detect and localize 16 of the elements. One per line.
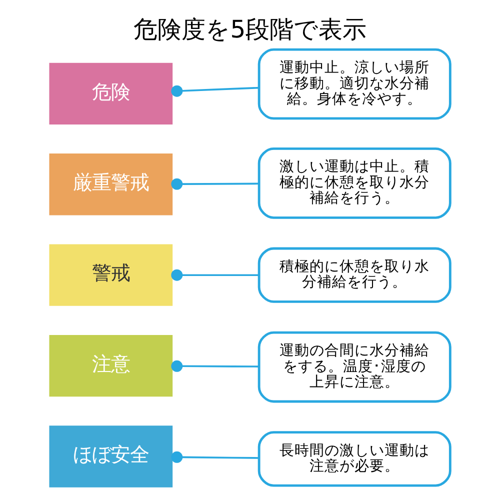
diagram-title: 危険度を5段階で表示 (133, 15, 367, 44)
connector (171, 85, 260, 97)
node-box: 積極的に休憩を取り水分補給を行う。 (258, 247, 452, 303)
node-box: 注意 (49, 334, 173, 397)
node-box: 警戒 (49, 244, 173, 306)
node-box: ほぼ安全 (49, 426, 173, 488)
node-box: 激しい運動は中止。積極的に休憩を取り水分補給を行う。 (258, 148, 452, 219)
connector (171, 178, 259, 190)
node-box: 危険 (49, 62, 173, 125)
connector (171, 360, 259, 372)
node-box: 厳重警戒 (49, 154, 173, 216)
node-box: 運動中止。涼しい場所に移動。適切な水分補給。身体を冷やす。 (258, 48, 452, 120)
node-box: 長時間の激しい運動は注意が必要。 (258, 431, 452, 487)
connector (171, 269, 259, 281)
node-box: 運動の合間に水分補給をする。温度･湿度の上昇に注意。 (258, 331, 452, 403)
connector (171, 451, 259, 463)
